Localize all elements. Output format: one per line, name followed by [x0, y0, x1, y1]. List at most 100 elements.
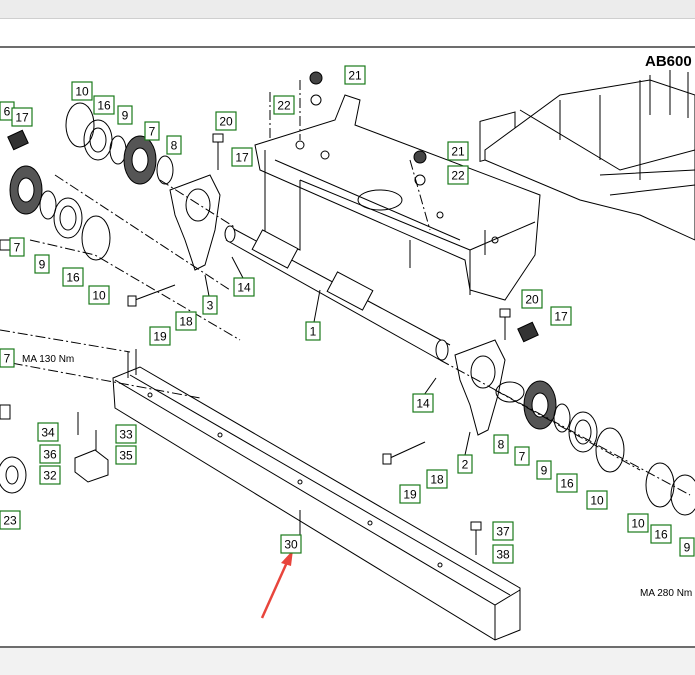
part-label-text: 7 [519, 450, 526, 464]
part-label-30: 30 [280, 534, 302, 554]
part-label-box [679, 537, 695, 557]
part-label-box [39, 444, 61, 464]
part-label-19: 19 [149, 326, 171, 346]
part-label-box [149, 326, 171, 346]
part-label-box [117, 105, 133, 125]
part-label-text: 18 [179, 315, 193, 329]
torque-note-right: MA 280 Nm [640, 588, 692, 599]
part-label-box [493, 434, 509, 454]
part-label-text: 22 [277, 99, 291, 113]
part-label-box [0, 510, 21, 530]
part-label-2: 2 [457, 454, 473, 474]
part-label-text: 38 [496, 548, 510, 562]
part-label-9: 9 [679, 537, 695, 557]
part-label-20: 20 [521, 289, 543, 309]
part-label-box [550, 306, 572, 326]
part-label-text: 10 [590, 494, 604, 508]
part-label-9: 9 [117, 105, 133, 125]
part-label-text: 17 [235, 151, 249, 165]
part-label-text: 3 [207, 299, 214, 313]
part-label-box [93, 95, 115, 115]
part-label-text: 35 [119, 449, 133, 463]
part-label-box [166, 135, 182, 155]
left-bearing-stack [7, 102, 174, 261]
part-label-text: 9 [122, 109, 129, 123]
part-label-text: 16 [66, 271, 80, 285]
part-label-8: 8 [493, 434, 509, 454]
part-label-text: 1 [310, 325, 317, 339]
part-label-box [426, 469, 448, 489]
part-label-text: 7 [4, 352, 11, 366]
torque-note-left: MA 130 Nm [22, 354, 74, 365]
part-label-box [115, 424, 137, 444]
part-label-box [447, 165, 469, 185]
part-label-7: 7 [144, 121, 160, 141]
part-label-text: 32 [43, 469, 57, 483]
part-label-text: 19 [403, 488, 417, 502]
part-label-18: 18 [175, 311, 197, 331]
part-label-33: 33 [115, 424, 137, 444]
part-label-box [88, 285, 110, 305]
part-label-text: 34 [41, 426, 55, 440]
part-label-10: 10 [88, 285, 110, 305]
right-bearing-stack [495, 321, 695, 516]
part-label-box [202, 295, 218, 315]
part-label-box [11, 107, 33, 127]
part-label-14: 14 [233, 277, 255, 297]
part-label-text: 9 [541, 464, 548, 478]
part-label-38: 38 [492, 544, 514, 564]
part-label-text: 16 [654, 528, 668, 542]
part-label-box [492, 544, 514, 564]
part-label-20: 20 [215, 111, 237, 131]
part-label-box [9, 237, 25, 257]
part-label-box [399, 484, 421, 504]
part-label-text: 14 [237, 281, 251, 295]
part-label-8: 8 [166, 135, 182, 155]
part-label-17: 17 [231, 147, 253, 167]
part-label-17: 17 [550, 306, 572, 326]
part-label-text: 21 [451, 145, 465, 159]
part-label-7: 7 [9, 237, 25, 257]
part-label-text: 20 [525, 293, 539, 307]
assembly-leader-lines [0, 80, 691, 496]
part-label-text: 6 [4, 105, 11, 119]
part-label-text: 17 [554, 310, 568, 324]
part-label-text: 10 [75, 85, 89, 99]
part-label-17: 17 [11, 107, 33, 127]
part-label-text: 10 [631, 517, 645, 531]
clamp-block [0, 239, 109, 494]
part-label-box [514, 446, 530, 466]
part-label-22: 22 [273, 95, 295, 115]
part-label-16: 16 [650, 524, 672, 544]
part-label-text: 7 [14, 241, 21, 255]
part-label-37: 37 [492, 521, 514, 541]
part-label-36: 36 [39, 444, 61, 464]
part-label-text: 33 [119, 428, 133, 442]
part-label-10: 10 [627, 513, 649, 533]
part-label-text: 37 [496, 525, 510, 539]
long-bar [112, 349, 521, 641]
part-label-10: 10 [586, 490, 608, 510]
part-label-19: 19 [399, 484, 421, 504]
part-label-text: 16 [97, 99, 111, 113]
part-label-16: 16 [93, 95, 115, 115]
part-label-box [115, 445, 137, 465]
part-label-text: 14 [416, 397, 430, 411]
part-label-35: 35 [115, 445, 137, 465]
part-label-text: 18 [430, 473, 444, 487]
part-label-text: 16 [560, 477, 574, 491]
bolts [77, 71, 511, 555]
part-label-box [627, 513, 649, 533]
part-label-text: 7 [149, 125, 156, 139]
part-label-7: 7 [514, 446, 530, 466]
part-label-text: 20 [219, 115, 233, 129]
part-label-box [457, 454, 473, 474]
part-label-box [492, 521, 514, 541]
part-label-text: 2 [462, 458, 469, 472]
part-label-text: 22 [451, 169, 465, 183]
part-label-1: 1 [305, 321, 321, 341]
part-label-text: 9 [684, 541, 691, 555]
part-label-box [233, 277, 255, 297]
part-label-21: 21 [344, 65, 366, 85]
